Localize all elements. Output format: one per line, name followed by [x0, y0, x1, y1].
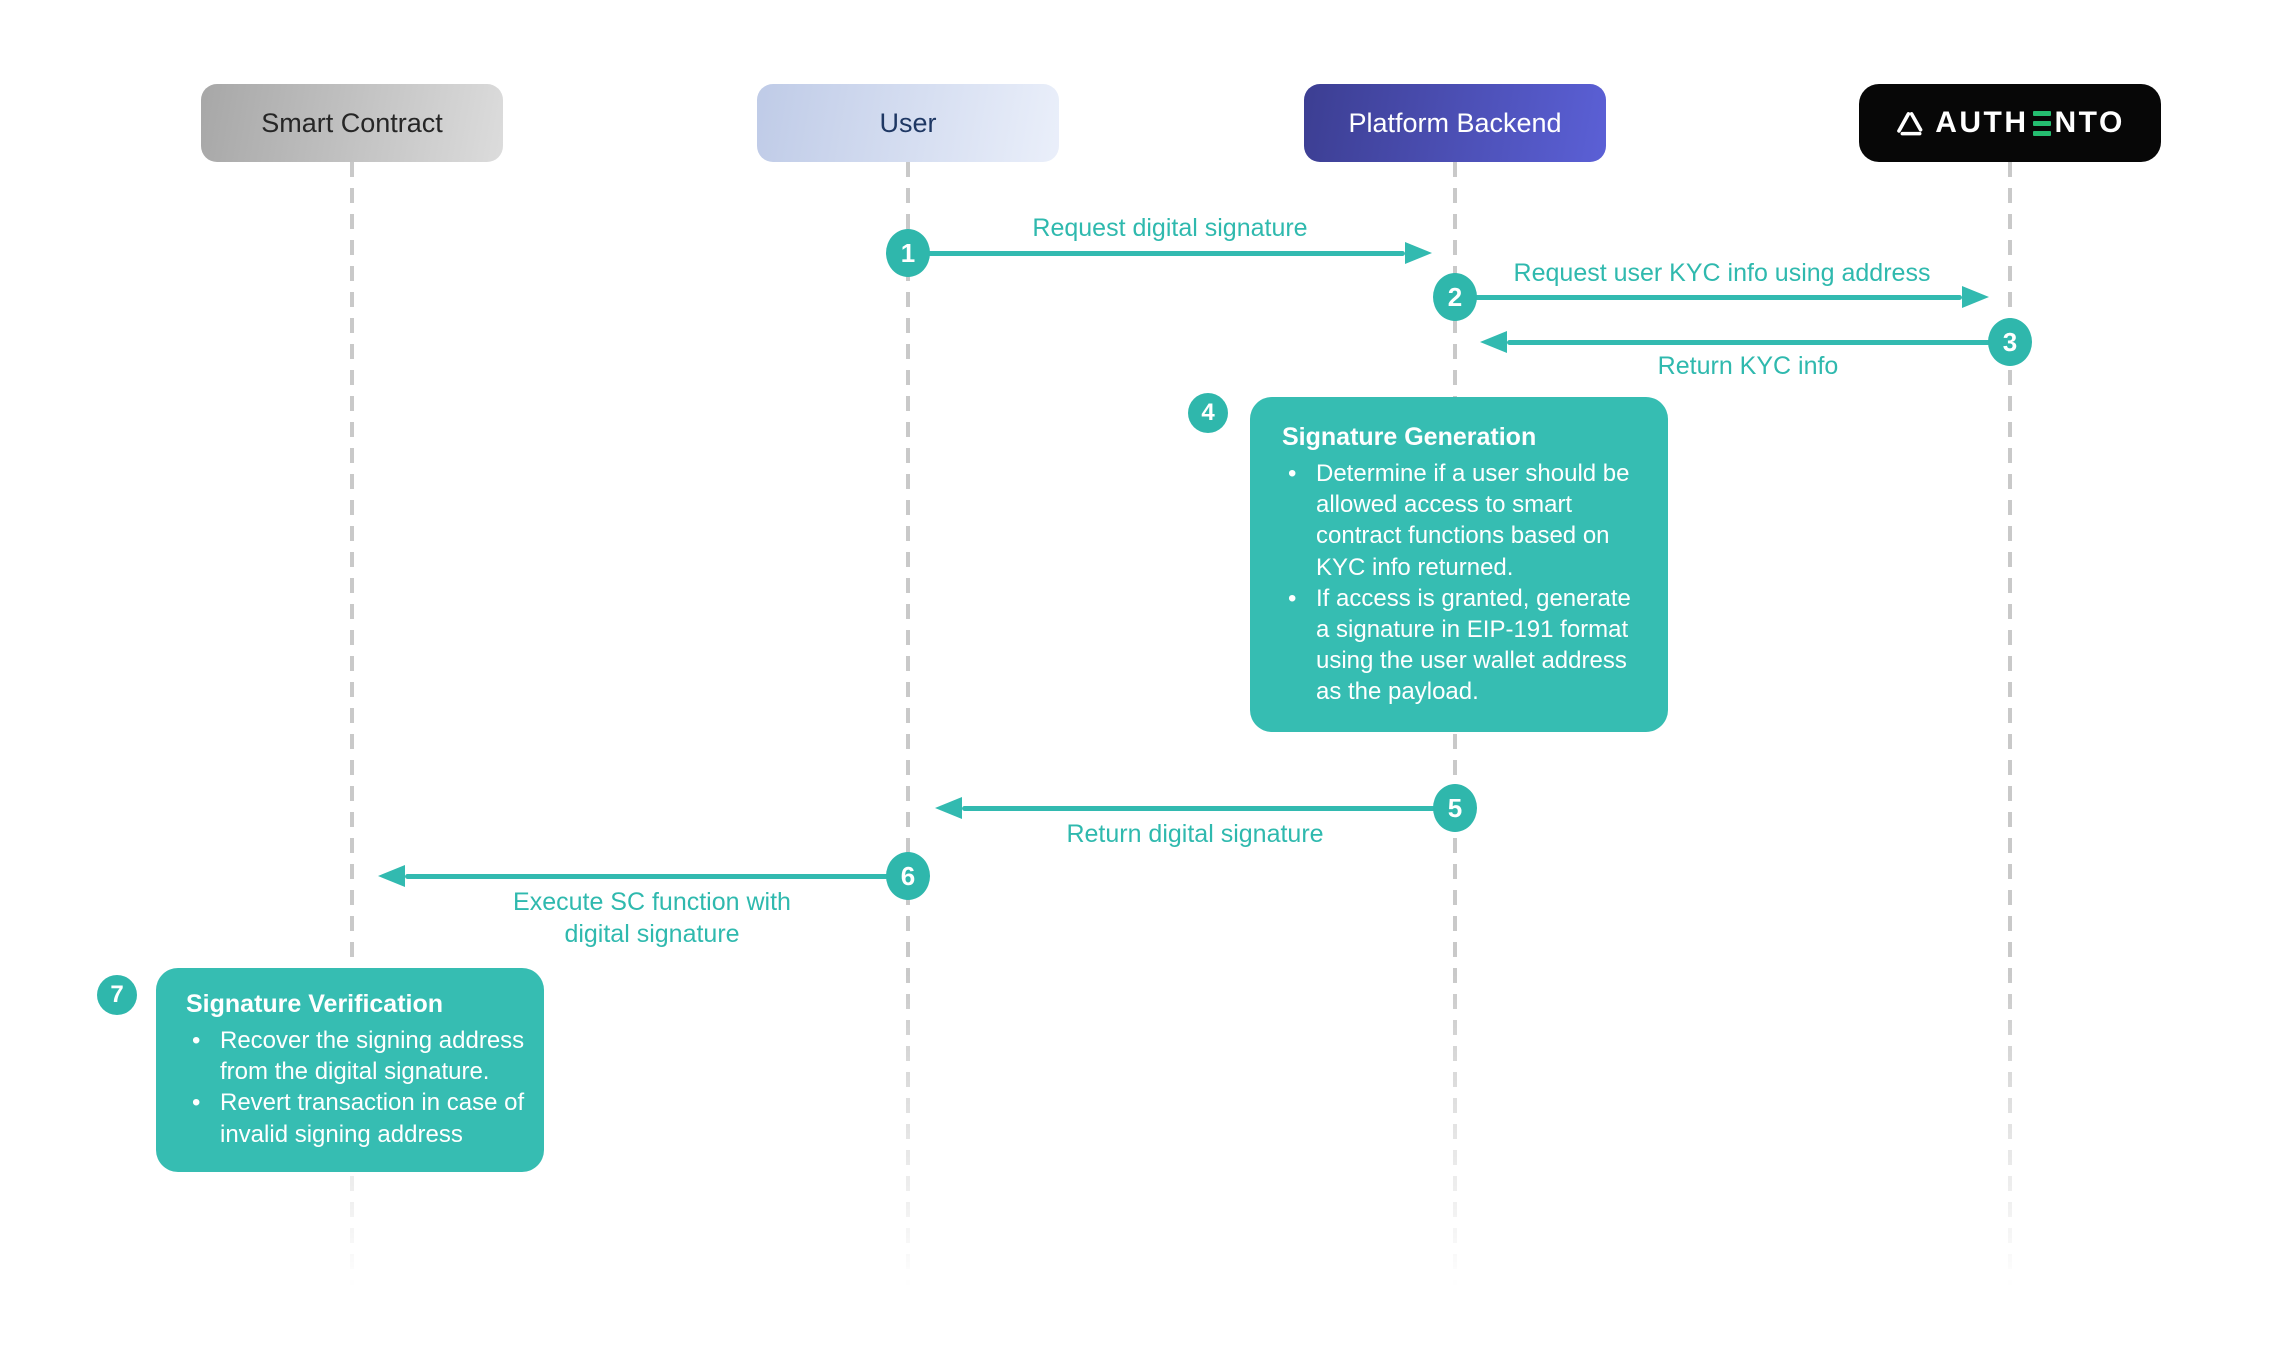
message-1-step-badge: 1	[886, 229, 930, 277]
note-7-step-badge: 7	[97, 975, 137, 1015]
authento-logo-prefix: AUTH	[1935, 106, 2029, 139]
message-1-label: Request digital signature	[1032, 214, 1308, 242]
message-6-step-badge: 6	[886, 852, 930, 900]
actor-platform-backend-label: Platform Backend	[1348, 107, 1562, 138]
message-6-arrow	[405, 874, 908, 879]
bullet-dot: •	[192, 1027, 201, 1054]
authento-logo: AUTH NTO	[1895, 106, 2125, 140]
message-6-label: Execute SC function with digital signatu…	[513, 888, 791, 948]
bullet-dot: •	[1288, 460, 1297, 487]
message-1-arrow	[908, 251, 1405, 256]
message-2-step-badge: 2	[1433, 273, 1477, 321]
lifeline-user	[906, 162, 910, 1288]
note-4-title: Signature Generation	[1282, 423, 1537, 451]
actor-user-label: User	[879, 107, 937, 138]
actor-smart-contract: Smart Contract	[201, 84, 503, 162]
message-5-label: Return digital signature	[1066, 820, 1324, 848]
message-3-label: Return KYC info	[1657, 352, 1839, 380]
note-signature-generation: Signature Generation • Determine if a us…	[1250, 397, 1668, 732]
message-5-arrow	[962, 806, 1455, 811]
note-7-bullet-list: • Recover the signing address from the d…	[184, 1025, 528, 1150]
note-7-title: Signature Verification	[186, 990, 444, 1018]
note-4-bullet-1: • Determine if a user should be allowed …	[1280, 458, 1646, 583]
authento-triangle-icon	[1897, 111, 1923, 135]
message-6-arrowhead	[378, 865, 405, 887]
message-3-arrowhead	[1480, 331, 1507, 353]
note-4-step-badge: 4	[1188, 393, 1228, 433]
actor-smart-contract-label: Smart Contract	[261, 107, 443, 138]
note-signature-verification: Signature Verification • Recover the sig…	[156, 968, 544, 1172]
note-4-bullet-2: • If access is granted, generate a signa…	[1280, 583, 1646, 708]
message-3-arrow	[1507, 340, 2010, 345]
message-3-step-badge: 3	[1988, 318, 2032, 366]
authento-logo-e-bars-icon	[2032, 110, 2051, 136]
message-5-step-badge: 5	[1433, 784, 1477, 832]
message-2-arrowhead	[1962, 286, 1989, 308]
note-7-bullet-2: • Revert transaction in case of invalid …	[184, 1087, 528, 1149]
actor-platform-backend: Platform Backend	[1304, 84, 1606, 162]
note-4-bullet-list: • Determine if a user should be allowed …	[1280, 458, 1646, 708]
message-5-arrowhead	[935, 797, 962, 819]
actor-authento: AUTH NTO	[1859, 84, 2161, 162]
authento-logo-word: AUTH NTO	[1935, 106, 2125, 140]
actor-user: User	[757, 84, 1059, 162]
lifeline-authento	[2008, 162, 2012, 1288]
message-2-label: Request user KYC info using address	[1513, 259, 1931, 287]
bullet-dot: •	[192, 1089, 201, 1117]
note-7-bullet-1: • Recover the signing address from the d…	[184, 1025, 528, 1087]
message-2-arrow	[1455, 295, 1962, 300]
authento-logo-suffix: NTO	[2054, 106, 2125, 139]
bullet-dot: •	[1288, 584, 1297, 612]
message-1-arrowhead	[1405, 242, 1432, 264]
lifeline-smart-contract	[350, 162, 354, 1288]
